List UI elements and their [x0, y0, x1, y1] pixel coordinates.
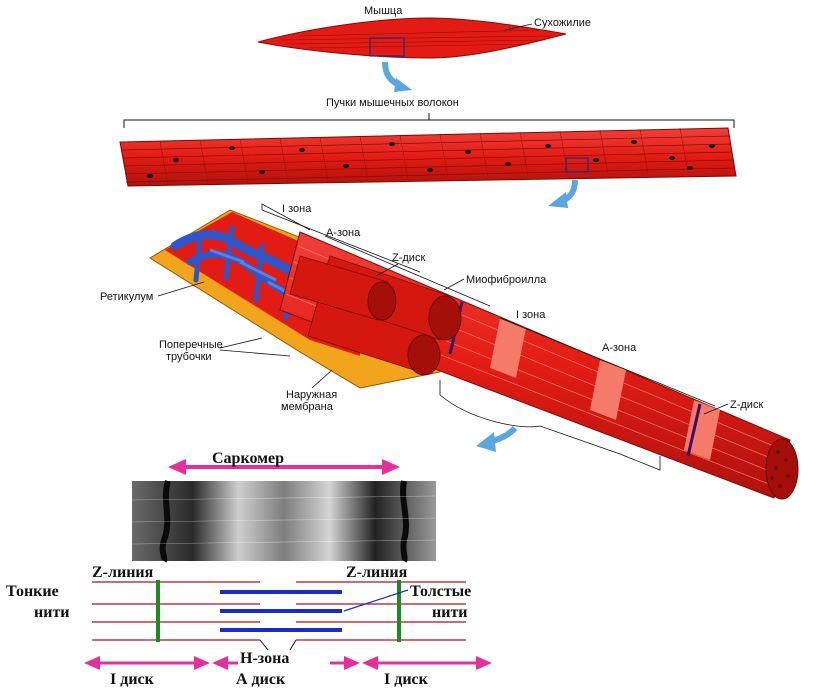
fiber-focus-box: [565, 157, 589, 173]
i-disk-label-right: I диск: [384, 671, 429, 688]
h-zone-label: Н-зона: [240, 650, 289, 667]
reticulum-label: Ретикулум: [100, 291, 153, 303]
muscle-label: Мышца: [364, 5, 403, 17]
i-disk-right-arrow: [362, 656, 492, 670]
z-line-label-right: Z-линия: [346, 564, 408, 581]
tendon-label: Сухожилие: [534, 17, 591, 29]
z-disk-label-1: Z-диск: [392, 252, 425, 264]
bundle-bracket: [123, 113, 735, 128]
i-disk-left-arrow: [84, 656, 210, 670]
fiber-detail: [149, 209, 799, 500]
thick-filaments-label-1: Толстые: [410, 583, 471, 600]
a-disk-arrow: [212, 656, 360, 670]
t-tubules-label-2: трубочки: [166, 351, 212, 363]
i-disk-label-left: I диск: [110, 671, 155, 688]
thick-filaments: [220, 590, 342, 632]
a-disk-label: А диск: [236, 671, 286, 688]
outer-membrane-label-1: Наружная: [286, 389, 337, 401]
muscle-focus-box: [369, 37, 405, 57]
z-disk-label-2: Z-диск: [730, 399, 763, 411]
zoom-arrow-2: [548, 179, 578, 208]
myofibril-label: Миофиброилла: [466, 274, 547, 286]
i-zone-label-2: I зона: [516, 309, 546, 321]
electron-micrograph: [132, 481, 436, 561]
thin-filaments-label-2: нити: [34, 604, 70, 621]
a-zone-label-2: А-зона: [602, 342, 637, 354]
thin-filaments-label-1: Тонкие: [6, 583, 59, 600]
thick-filaments-label-2: нити: [432, 604, 468, 621]
a-zone-label-1: А-зона: [326, 227, 361, 239]
z-line-label-left: Z-линия: [92, 564, 154, 581]
outer-membrane-label-2: мембрана: [281, 401, 334, 413]
thin-filaments: [92, 581, 466, 641]
zoom-arrow-1: [382, 61, 412, 92]
fiber-bundle: [119, 127, 737, 187]
i-zone-label-1: I зона: [282, 203, 312, 215]
bundles-label: Пучки мышечных волокон: [326, 97, 459, 109]
sarcomere-title: Саркомер: [212, 450, 284, 467]
zoom-arrow-3: [476, 425, 518, 452]
sarcomere-arrow: [168, 459, 400, 475]
t-tubules-label-1: Поперечные: [159, 339, 223, 351]
muscle-shape: [257, 17, 567, 59]
